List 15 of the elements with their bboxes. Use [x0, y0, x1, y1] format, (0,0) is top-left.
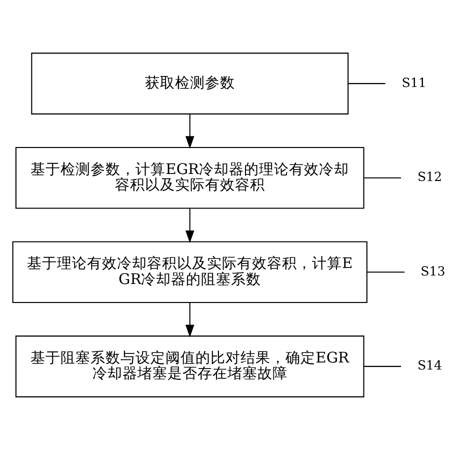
- node-box: 基于检测参数，计算EGR冷却器的理论有效冷却容积以及实际有效容积: [15, 146, 364, 208]
- arrow: [185, 208, 194, 243]
- node-text: S11: [402, 74, 426, 90]
- node-text: S13: [420, 262, 446, 278]
- arrow: [185, 302, 194, 337]
- connector: [348, 82, 386, 84]
- node-box: 基于理论有效冷却容积以及实际有效容积，计算EGR冷却器的阻塞系数: [12, 240, 368, 303]
- connector: [364, 176, 402, 178]
- connector: [364, 365, 402, 366]
- node-text: S12: [417, 168, 442, 184]
- node-box: 获取检测参数: [31, 52, 349, 114]
- arrow: [185, 114, 194, 148]
- connector: [366, 271, 405, 272]
- node-text: S14: [417, 357, 442, 372]
- node-box: 基于阻塞系数与设定阈值的比对结果，确定EGR冷却器堵塞是否存在堵塞故障: [15, 335, 364, 397]
